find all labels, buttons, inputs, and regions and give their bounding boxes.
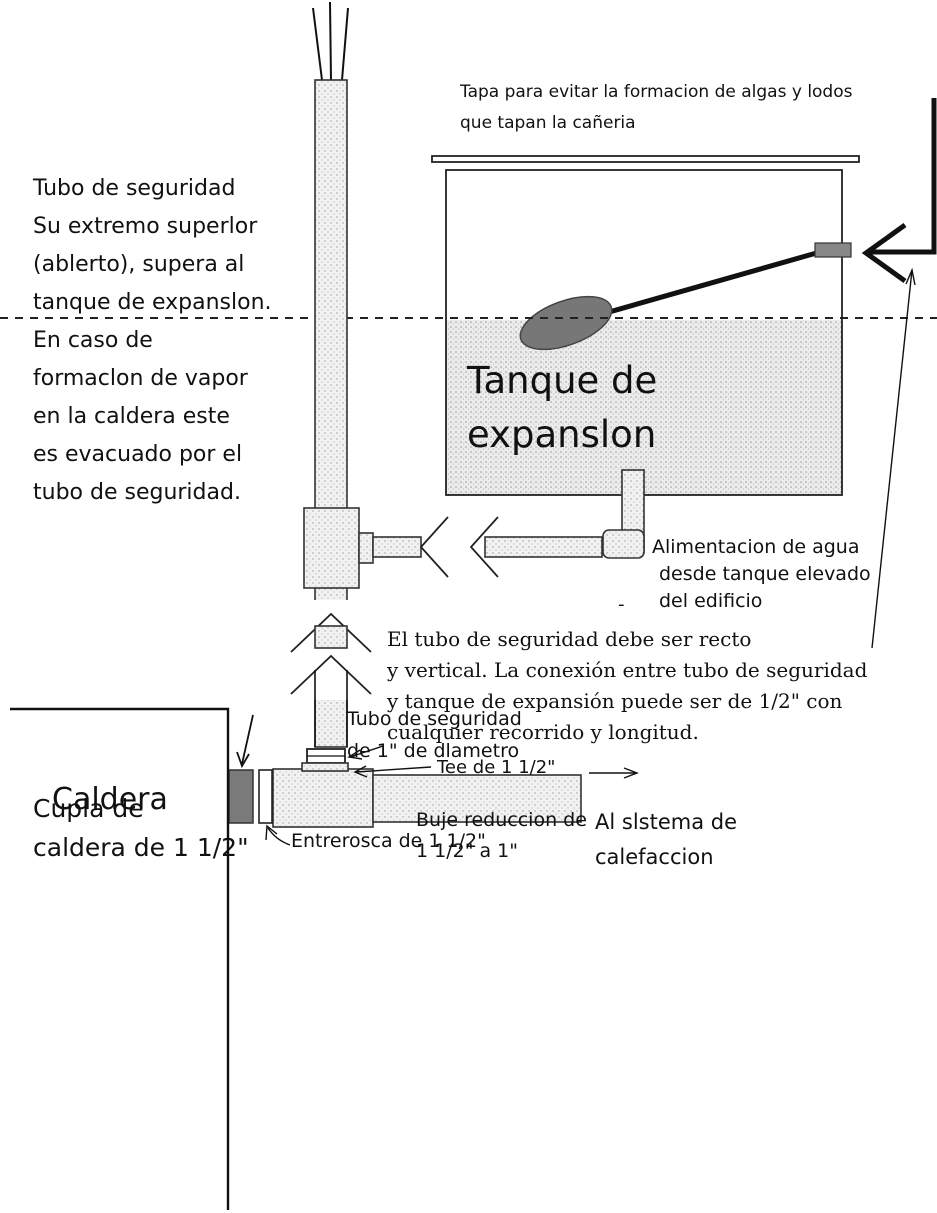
svg-text:tanque de expanslon.: tanque de expanslon. [33, 290, 272, 315]
vertical-break-marks [290, 600, 372, 747]
tank-connection-tee [303, 507, 360, 589]
tee-branch [358, 532, 374, 564]
nipple [258, 769, 273, 824]
steam-marks [312, 1, 349, 81]
svg-text:es evacuado por el: es evacuado por el [33, 442, 242, 467]
cupla-arrow [236, 714, 254, 769]
svg-text:y vertical. La conexión entre: y vertical. La conexión entre tubo de se… [386, 658, 868, 682]
boiler-coupling [228, 769, 254, 824]
svg-text:en la caldera este: en la caldera este [33, 404, 230, 429]
heating-system-arrow [589, 767, 639, 779]
break-mark-right [469, 516, 499, 578]
dash-mark: - [618, 594, 625, 615]
installation-note: El tubo de seguridad debe ser recto y ve… [386, 627, 868, 744]
tee-arrow [353, 765, 432, 778]
inlet-arrow-head [861, 222, 907, 284]
tapa-label: Tapa para evitar la formacion de algas y… [459, 82, 853, 102]
connection-pipe-left [372, 536, 422, 558]
svg-text:(ablerto), supera al: (ablerto), supera al [33, 252, 244, 277]
tank-water [446, 320, 842, 495]
heating-system-label: Al slstema de [595, 810, 737, 834]
safety-pipe-description: Tubo de seguridad Su extremo superlor (a… [32, 176, 272, 505]
boiler-label: Caldera [52, 782, 168, 817]
svg-text:En caso de: En caso de [33, 328, 153, 353]
nipple-label: Entrerosca de 1 1/2" [291, 830, 486, 852]
svg-text:del edificio: del edificio [659, 590, 762, 612]
cupla-label-line2: caldera de 1 1/2" [33, 833, 249, 862]
bottom-tee [272, 768, 374, 828]
buje-arrow [347, 745, 384, 760]
svg-text:Tubo de seguridad: Tubo de seguridad [32, 176, 235, 201]
svg-text:Su extremo superlor: Su extremo superlor [33, 214, 258, 239]
svg-text:El tubo de seguridad debe ser: El tubo de seguridad debe ser recto [387, 627, 751, 651]
bottom-tee-top [301, 762, 349, 772]
tee-label: Tee de 1 1/2" [436, 757, 555, 778]
svg-text:cualquier recorrido y longitud: cualquier recorrido y longitud. [387, 720, 699, 744]
water-supply-label: Alimentacion de agua desde tanque elevad… [652, 536, 871, 612]
entrerosca-arrow [265, 824, 291, 846]
svg-text:Alimentacion de agua: Alimentacion de agua [652, 536, 860, 558]
connection-pipe-right [484, 536, 603, 558]
tank-label: Tanque de [466, 359, 657, 402]
pipe-diameter-label: Tubo de seguridad [346, 708, 522, 730]
tank-label-line2: expanslon [467, 413, 656, 456]
svg-text:tubo de seguridad.: tubo de seguridad. [33, 480, 241, 505]
tapa-label-line2: que tapan la cañeria [460, 113, 636, 133]
heating-system-pipe [372, 774, 582, 823]
svg-text:desde tanque elevado: desde tanque elevado [659, 563, 871, 585]
tank-outlet-elbow [602, 529, 645, 559]
float-valve [519, 242, 852, 351]
svg-text:y tanque de expansión puede se: y tanque de expansión puede ser de 1/2" … [386, 689, 843, 713]
inlet-arrow [870, 98, 937, 255]
svg-text:formaclon de vapor: formaclon de vapor [33, 366, 249, 391]
buje-label-line2: 1 1/2" a 1" [416, 840, 518, 862]
tank-lid [431, 155, 860, 163]
buje-label: Buje reduccion de [416, 809, 587, 831]
heating-system-label-line2: calefaccion [595, 845, 714, 869]
pipe-diameter-label-line2: de 1" de dlametro [347, 740, 519, 762]
tapa-pointer-arrow [871, 267, 916, 649]
boiler-outline [10, 707, 230, 1210]
break-mark-left [419, 516, 449, 578]
cupla-label: Cupla de [33, 794, 144, 823]
